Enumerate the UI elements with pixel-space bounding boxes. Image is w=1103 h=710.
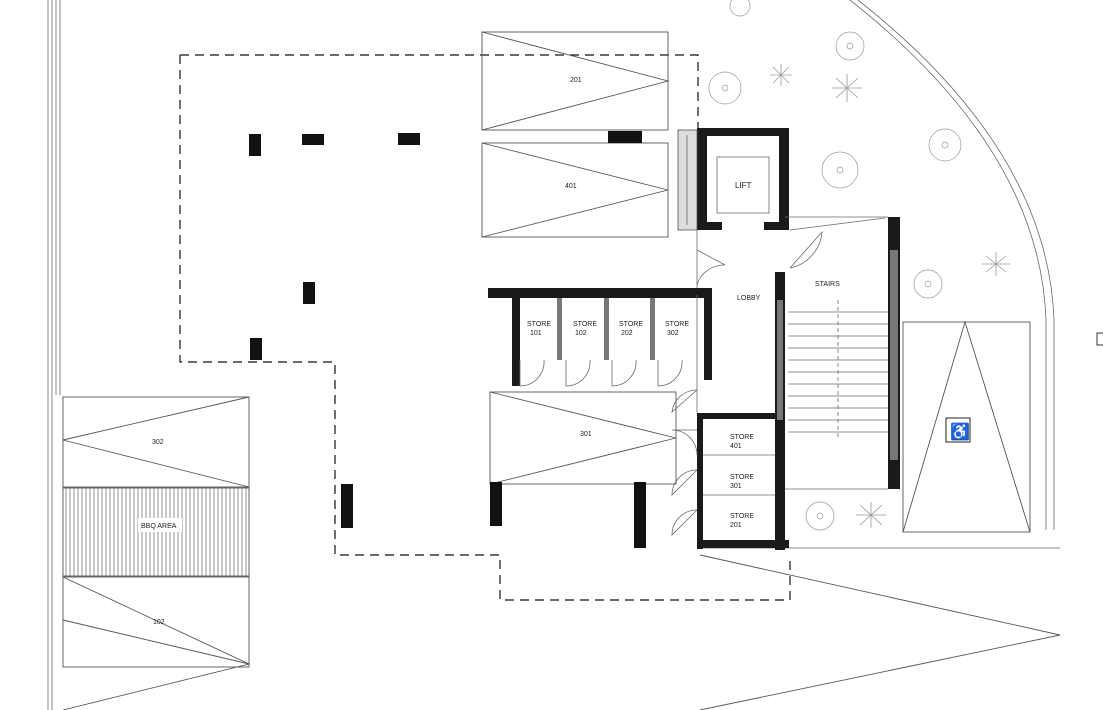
building-outline <box>179 54 791 601</box>
store-302-label: STORE <box>665 321 689 328</box>
store-102-label: STORE <box>573 321 597 328</box>
bay-label-401: 401 <box>565 183 577 190</box>
store-column-right: STORE 401 STORE 301 STORE 201 <box>671 413 789 549</box>
lobby-door <box>671 389 698 413</box>
store-202: STORE 202 <box>611 321 643 387</box>
landscape-plants <box>708 0 1010 531</box>
lobby: LOBBY <box>696 217 886 302</box>
parking-bay-201: 201 <box>481 31 670 131</box>
store-201-label: STORE <box>730 513 754 520</box>
bay-label-302: 302 <box>152 439 164 446</box>
bbq-area: BBQ AREA <box>62 487 250 577</box>
accessible-icon: ♿ <box>950 422 970 441</box>
site-boundary-curve <box>849 0 1055 530</box>
store-401: STORE 401 <box>671 429 754 456</box>
stairs-label: STAIRS <box>815 281 840 288</box>
store-301: STORE 301 <box>671 469 754 496</box>
store-302: STORE 302 <box>657 321 689 387</box>
store-301-number: 301 <box>730 483 742 490</box>
store-101: STORE 101 <box>519 321 551 387</box>
stair-treads <box>788 300 888 440</box>
bay-label-102: 102 <box>153 619 165 626</box>
lift-side-wall <box>677 129 698 231</box>
store-102: STORE 102 <box>565 321 597 387</box>
store-202-label: STORE <box>619 321 643 328</box>
lift-shaft: LIFT <box>697 128 789 230</box>
lift-label: LIFT <box>735 181 752 190</box>
store-102-number: 102 <box>575 330 587 337</box>
site-boundary-left <box>47 0 61 710</box>
parking-bay-large <box>699 547 1061 710</box>
store-401-label: STORE <box>730 434 754 441</box>
edge-marker <box>1096 332 1103 346</box>
lobby-label: LOBBY <box>737 295 761 302</box>
store-row-top: STORE 101 STORE 102 STORE 202 STORE 302 <box>488 288 712 387</box>
accessible-parking-bay: ♿ <box>902 320 1031 533</box>
store-101-label: STORE <box>527 321 551 328</box>
parking-bay-301: 301 <box>489 391 677 485</box>
bay-label-301: 301 <box>580 431 592 438</box>
stairwell: STAIRS <box>775 216 900 550</box>
parking-bay-102: 102 <box>62 576 251 710</box>
store-201: STORE 201 <box>671 509 754 536</box>
store-202-number: 202 <box>621 330 633 337</box>
parking-bay-302: 302 <box>62 396 250 488</box>
store-302-number: 302 <box>667 330 679 337</box>
bbq-area-label: BBQ AREA <box>141 523 177 530</box>
bay-label-201: 201 <box>570 77 582 84</box>
parking-bay-401: 401 <box>481 142 669 238</box>
structural-columns <box>249 131 646 548</box>
store-401-number: 401 <box>730 443 742 450</box>
store-301-label: STORE <box>730 474 754 481</box>
store-201-number: 201 <box>730 522 742 529</box>
store-101-number: 101 <box>530 330 542 337</box>
